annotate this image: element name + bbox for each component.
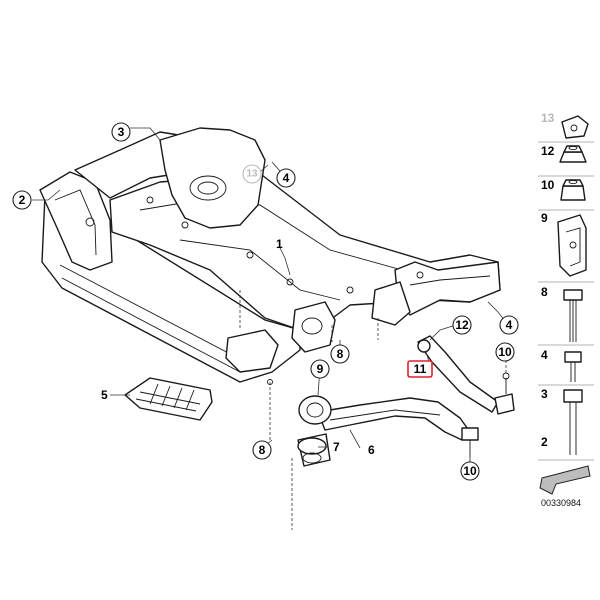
callout-8-lower[interactable]: 8 (252, 440, 272, 460)
sidebar-item-4[interactable]: 4 (541, 348, 582, 382)
sidebar-item-12[interactable]: 12 (541, 144, 587, 163)
callout-10-lower[interactable]: 10 (460, 461, 480, 481)
direction-arrow-icon (539, 465, 591, 495)
svg-text:7: 7 (333, 440, 340, 454)
svg-text:13: 13 (541, 111, 555, 125)
svg-text:12: 12 (455, 318, 469, 332)
flange-nut-icon (559, 145, 587, 163)
arm-bushing (298, 395, 332, 425)
svg-text:8: 8 (259, 443, 266, 457)
svg-text:4: 4 (283, 171, 290, 185)
diagram-code: 00330984 (541, 498, 581, 508)
callout-11-highlighted[interactable]: 11 (407, 360, 433, 378)
sidebar-item-3[interactable]: 3 (541, 387, 583, 455)
sidebar-item-10[interactable]: 10 (541, 178, 586, 201)
svg-text:12: 12 (541, 144, 555, 158)
svg-text:2: 2 (541, 435, 548, 449)
callout-9[interactable]: 9 (310, 359, 330, 379)
callout-8-upper[interactable]: 8 (330, 344, 350, 364)
callout-5[interactable]: 5 (101, 388, 108, 402)
svg-text:3: 3 (118, 125, 125, 139)
svg-text:3: 3 (541, 387, 548, 401)
svg-text:8: 8 (337, 347, 344, 361)
control-arm (317, 397, 479, 458)
sidebar-item-9[interactable]: 9 (541, 211, 587, 277)
callout-3[interactable]: 3 (111, 122, 131, 142)
underbody-shield (124, 377, 213, 421)
callout-1[interactable]: 1 (276, 237, 283, 251)
svg-text:6: 6 (368, 443, 375, 457)
callout-4-top[interactable]: 4 (276, 168, 296, 188)
svg-text:10: 10 (498, 345, 512, 359)
svg-text:9: 9 (541, 211, 548, 225)
sidebar-item-2[interactable]: 2 (541, 435, 548, 449)
svg-text:9: 9 (317, 362, 324, 376)
callout-2[interactable]: 2 (12, 190, 32, 210)
svg-text:8: 8 (541, 285, 548, 299)
svg-text:5: 5 (101, 388, 108, 402)
svg-text:1: 1 (276, 237, 283, 251)
tension-strut (417, 335, 515, 415)
clamp-bracket-icon (557, 214, 587, 277)
short-bolt-icon (564, 351, 582, 382)
svg-text:10: 10 (541, 178, 555, 192)
svg-text:4: 4 (506, 318, 513, 332)
front-subframe (39, 127, 501, 385)
svg-text:13: 13 (246, 169, 258, 180)
sidebar-item-8[interactable]: 8 (541, 285, 583, 342)
long-bolt-icon (563, 289, 583, 342)
callout-6[interactable]: 6 (368, 443, 375, 457)
rubber-bushing (297, 433, 331, 467)
svg-text:2: 2 (19, 193, 26, 207)
svg-text:4: 4 (541, 348, 548, 362)
callout-4-right[interactable]: 4 (499, 315, 519, 335)
hex-bolt-icon (563, 389, 583, 455)
leader-lines (32, 127, 509, 466)
sidebar-item-13[interactable]: 13 (541, 111, 589, 139)
callout-10-upper[interactable]: 10 (495, 342, 515, 362)
svg-text:10: 10 (463, 464, 477, 478)
svg-text:11: 11 (414, 362, 427, 376)
lock-nut-icon (560, 179, 586, 201)
bracket-icon (561, 115, 589, 139)
callout-7[interactable]: 7 (333, 440, 340, 454)
hardware-sidebar: 13 12 10 9 (538, 111, 594, 508)
callout-13[interactable]: 13 (242, 164, 262, 184)
callout-12[interactable]: 12 (452, 315, 472, 335)
